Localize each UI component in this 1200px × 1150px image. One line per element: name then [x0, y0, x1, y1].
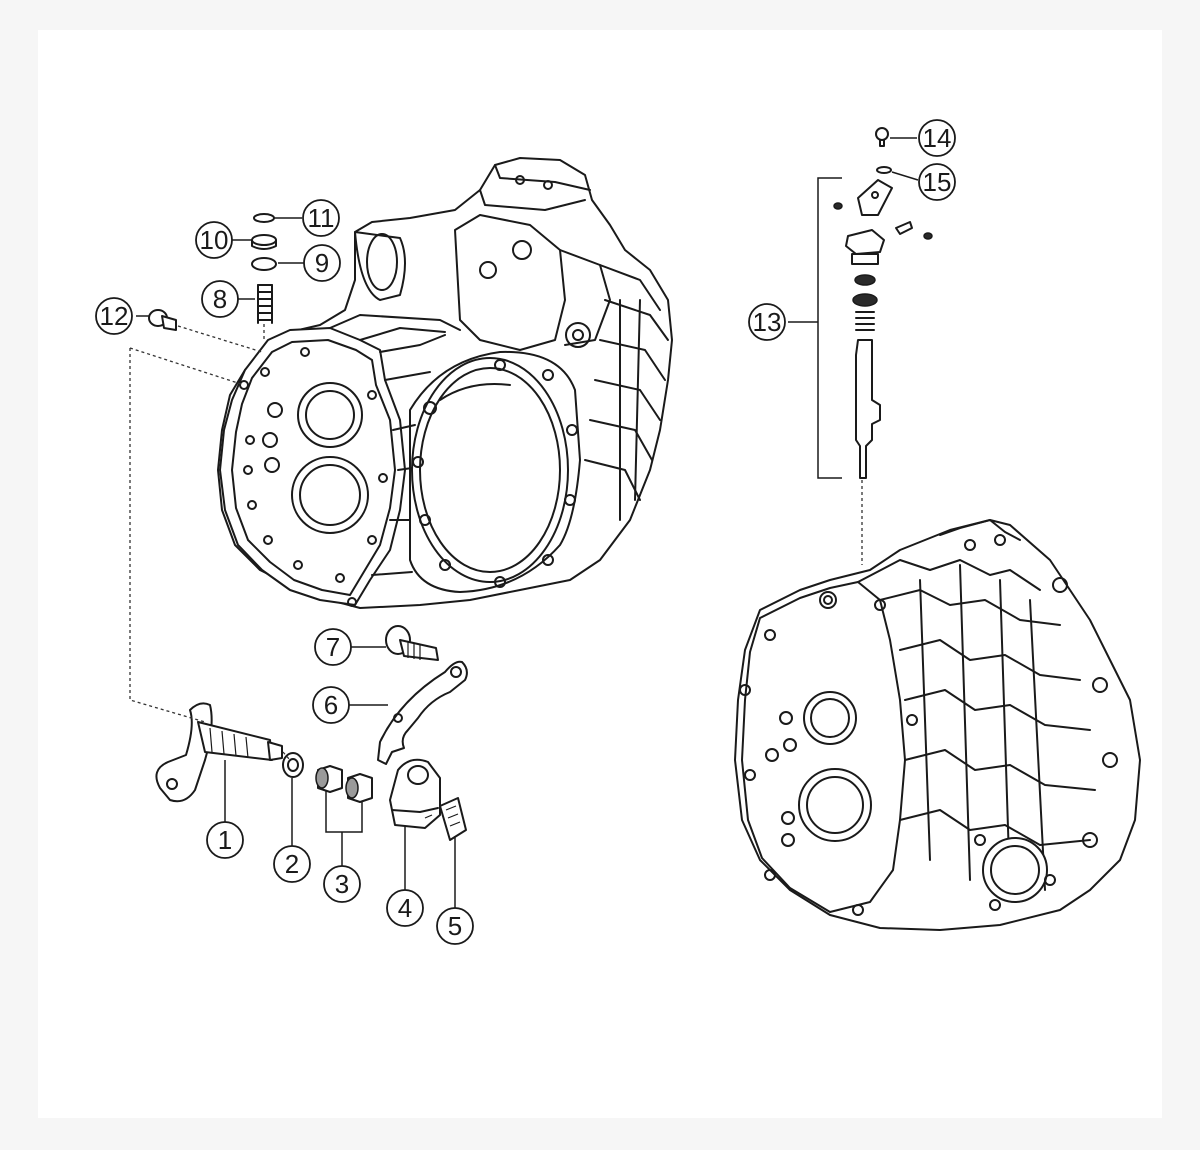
- callout-label-9: 9: [315, 248, 329, 278]
- gearbox-housing-front: [217, 157, 673, 609]
- part-7-pivot-bolt: [385, 625, 439, 661]
- part-5-retaining-clip: [439, 797, 467, 841]
- callout-label-7: 7: [326, 632, 340, 662]
- callout-8: 8: [201, 280, 239, 318]
- callout-label-12: 12: [100, 301, 129, 331]
- part-6-release-fork: [377, 660, 468, 765]
- bracket-13: [817, 177, 842, 479]
- callout-15: 15: [918, 163, 956, 201]
- part-3-needle-bushings: [315, 765, 373, 803]
- callout-2: 2: [273, 845, 311, 883]
- callout-4: 4: [386, 889, 424, 927]
- callout-label-8: 8: [213, 284, 227, 314]
- callout-label-13: 13: [753, 307, 782, 337]
- part-15-washer: [876, 166, 892, 174]
- part-4-selector-finger: [389, 758, 441, 829]
- callout-7: 7: [314, 628, 352, 666]
- callout-label-14: 14: [923, 123, 952, 153]
- part-2-bearing-ring: [282, 752, 304, 778]
- callout-5: 5: [436, 907, 474, 945]
- callout-14: 14: [918, 119, 956, 157]
- part-9-washer: [251, 257, 277, 271]
- part-13-shift-shaft-assembly: [833, 179, 933, 479]
- callout-label-1: 1: [218, 825, 232, 855]
- callout-label-3: 3: [335, 869, 349, 899]
- callout-11: 11: [302, 199, 340, 237]
- callout-6: 6: [312, 686, 350, 724]
- part-10-cap: [251, 234, 277, 250]
- callout-label-6: 6: [324, 690, 338, 720]
- callout-label-15: 15: [923, 167, 952, 197]
- part-11-circlip: [253, 213, 275, 223]
- callout-label-11: 11: [308, 203, 335, 233]
- callout-label-2: 2: [285, 849, 299, 879]
- callout-label-4: 4: [398, 893, 412, 923]
- callout-3: 3: [323, 865, 361, 903]
- callout-10: 10: [195, 221, 233, 259]
- callout-label-5: 5: [448, 911, 462, 941]
- callout-13: 13: [748, 303, 786, 341]
- callout-9: 9: [303, 244, 341, 282]
- assembly-lines: [129, 324, 863, 761]
- callout-12: 12: [95, 297, 133, 335]
- part-1-selector-shaft-lever: [155, 702, 283, 803]
- gearbox-housing-rear: [734, 519, 1141, 931]
- part-12-plug-screw: [148, 309, 177, 331]
- part-14-ball: [875, 127, 889, 147]
- part-8-spring: [257, 284, 273, 324]
- callout-label-10: 10: [200, 225, 229, 255]
- callout-1: 1: [206, 821, 244, 859]
